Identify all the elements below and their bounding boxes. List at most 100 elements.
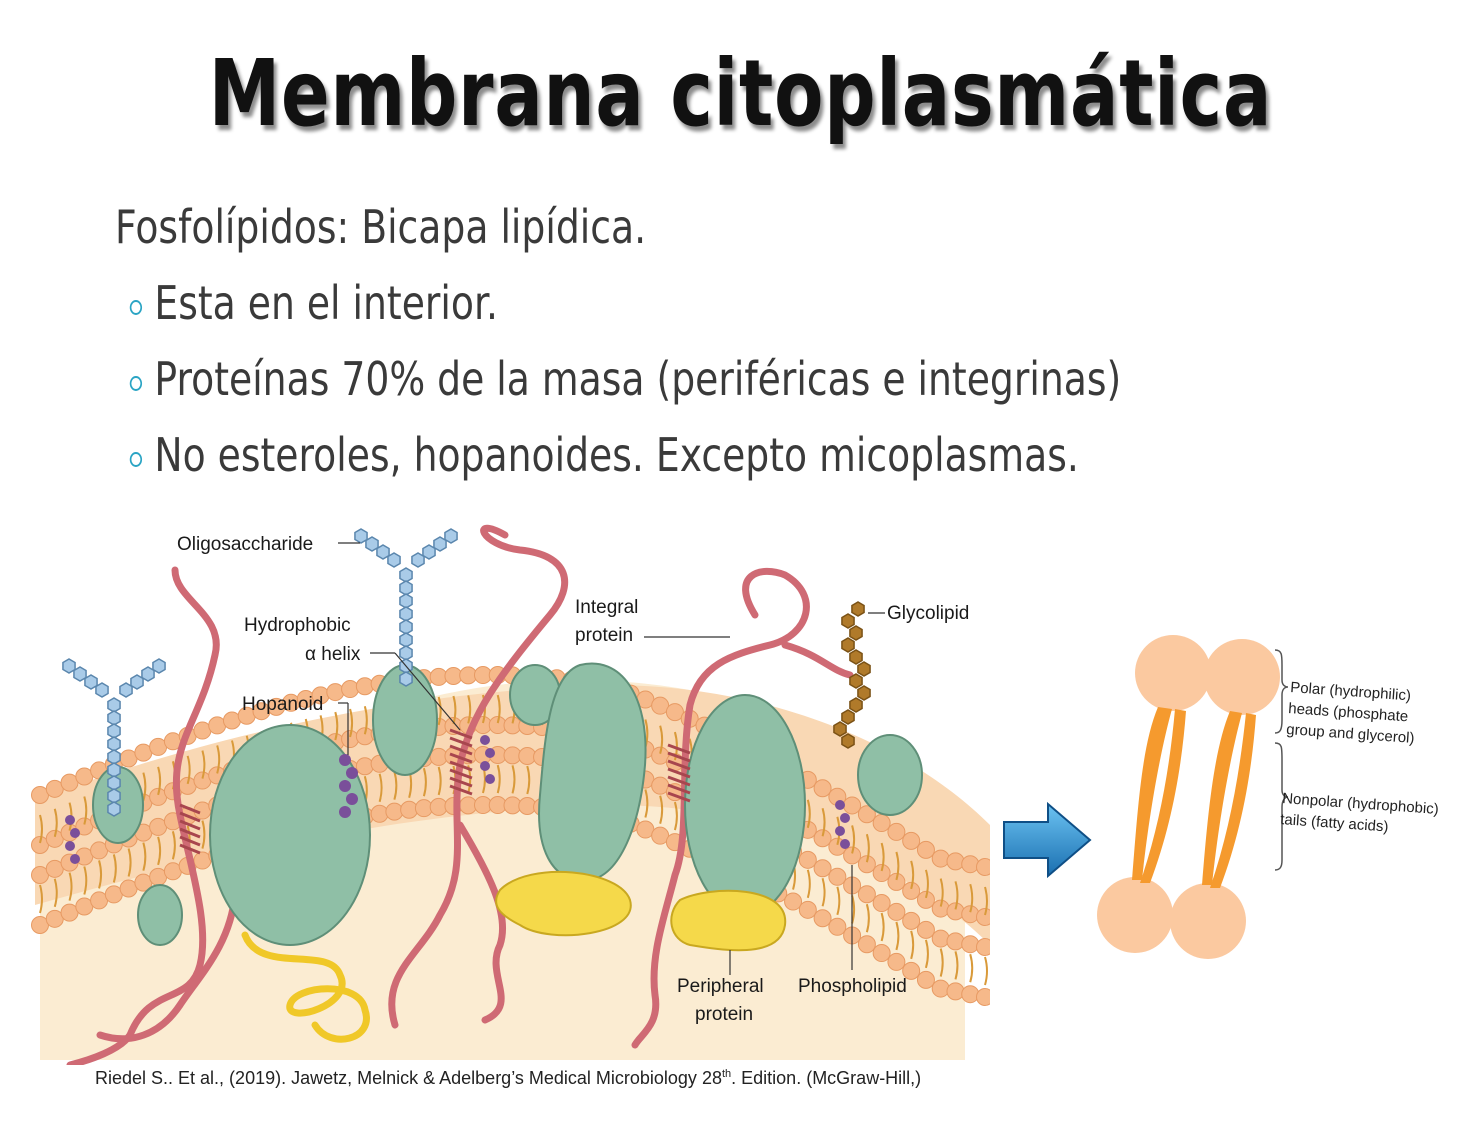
phospholipid-head — [931, 979, 950, 998]
phospholipid-head — [798, 900, 817, 919]
phospholipid-tail — [112, 854, 117, 883]
bullet-circle-icon — [129, 452, 143, 467]
glycolipid-unit — [833, 721, 847, 737]
phospholipid-head — [902, 881, 921, 900]
sugar-unit — [107, 736, 121, 752]
page-title: Membrana citoplasmática — [208, 40, 1273, 147]
phospholipid-head — [946, 982, 965, 1001]
sugar-unit — [399, 567, 413, 583]
phospholipid-tail — [437, 766, 442, 796]
phospholipid-head — [902, 831, 921, 850]
phospholipid-panel: Polar (hydrophilic) heads (phosphate gro… — [1097, 635, 1439, 959]
sugar-unit — [399, 619, 413, 635]
phospholipid-head — [916, 840, 935, 859]
phospholipid-head — [370, 804, 389, 823]
brackets — [1274, 649, 1289, 871]
small-protein — [137, 884, 183, 946]
phospholipid-tail — [880, 842, 885, 872]
phospholipid-head — [857, 805, 876, 824]
phospholipid-head — [887, 902, 906, 921]
sugar-unit — [399, 632, 413, 648]
phospholipid-tail — [865, 833, 870, 863]
phospholipid-tail — [39, 884, 43, 914]
label-phospholipid: Phospholipid — [798, 976, 907, 997]
phospholipid-tail — [186, 755, 191, 785]
phospholipid-head — [902, 911, 921, 930]
label-hydrophobic: Hydrophobic — [244, 615, 351, 636]
phospholipid-tail — [954, 881, 959, 910]
phospholipid-tail — [98, 860, 103, 889]
small-protein — [857, 734, 923, 816]
sugar-unit — [107, 697, 121, 713]
protein-chains — [66, 524, 854, 1065]
phospholipid-tail — [452, 695, 457, 725]
phospholipid-tail — [984, 886, 988, 916]
integral-protein-left — [209, 724, 371, 946]
phospholipid-tail — [851, 895, 856, 924]
glycolipid-unit — [857, 661, 871, 677]
phospholipid-tail — [68, 872, 73, 901]
phospholipid-tail — [910, 930, 915, 960]
phospholipid-head — [976, 908, 990, 926]
phospholipid-head — [916, 970, 935, 989]
sugar-unit — [107, 788, 121, 804]
fatty-acid-tails — [1132, 707, 1256, 888]
sugar-unit — [107, 749, 121, 765]
phospholipid-tail — [969, 883, 974, 913]
phospholipid-head — [828, 867, 847, 886]
phospholipid-tail — [984, 956, 988, 986]
sugar-unit — [444, 528, 458, 544]
alpha-helices — [179, 728, 691, 855]
phospholipid-tail — [924, 869, 929, 899]
label-glycolipid: Glycolipid — [887, 603, 969, 624]
label-hopanoid: Hopanoid — [242, 694, 323, 715]
polar-heads — [1097, 635, 1280, 959]
phospholipid-tail — [53, 808, 58, 838]
phospholipid-tail — [142, 842, 147, 871]
phospholipid-head — [872, 894, 891, 913]
phospholipid-head — [857, 935, 876, 954]
phospholipid-tail — [39, 814, 43, 844]
label-integral-protein: protein — [575, 625, 633, 646]
glycolipid-unit — [849, 649, 863, 665]
phospholipid-head — [813, 909, 832, 928]
phospholipid-head — [916, 890, 935, 909]
sugar-unit — [399, 593, 413, 609]
phospholipid-tail — [924, 939, 929, 969]
phospholipid-tail — [806, 869, 811, 899]
sugar-unit — [399, 671, 413, 687]
phospholipid-tail — [851, 825, 856, 854]
label-peripheral-protein: protein — [695, 1004, 753, 1025]
phospholipid-head — [887, 822, 906, 841]
phospholipid-tail — [954, 951, 959, 980]
phospholipid-head — [326, 683, 345, 702]
glycolipid-unit — [849, 625, 863, 641]
phospholipid-tail — [659, 795, 664, 824]
phospholipid-head — [857, 885, 876, 904]
sugar-unit — [107, 723, 121, 739]
phospholipid-tail — [201, 820, 206, 849]
phospholipid-tail — [659, 725, 664, 754]
sugar-unit — [354, 528, 368, 544]
phospholipid-head — [341, 680, 360, 699]
phospholipid-tail — [880, 912, 885, 942]
sugar-unit — [107, 775, 121, 791]
hopanoids — [65, 735, 850, 864]
phospholipid-tail — [393, 771, 398, 800]
citation: Riedel S.. Et al., (2019). Jawetz, Melni… — [95, 1068, 922, 1088]
sub-bullet-3: No esteroles, hopanoides. Excepto micopl… — [115, 428, 1121, 504]
phospholipid-tail — [895, 851, 900, 881]
phospholipid-tail — [363, 705, 368, 735]
bullet-circle-icon — [129, 376, 143, 391]
sugar-unit — [399, 606, 413, 622]
phospholipid-tail — [939, 878, 944, 907]
phospholipid-tail — [969, 953, 974, 983]
phospholipid-tail — [910, 860, 915, 890]
phospholipid-head — [872, 944, 891, 963]
glycolipid-unit — [849, 697, 863, 713]
phospholipid-tail — [142, 772, 147, 801]
phospholipid-head — [902, 961, 921, 980]
phospholipid-tail — [127, 848, 132, 877]
label-oligosaccharide: Oligosaccharide — [177, 534, 313, 555]
phospholipid-tail — [836, 886, 841, 916]
